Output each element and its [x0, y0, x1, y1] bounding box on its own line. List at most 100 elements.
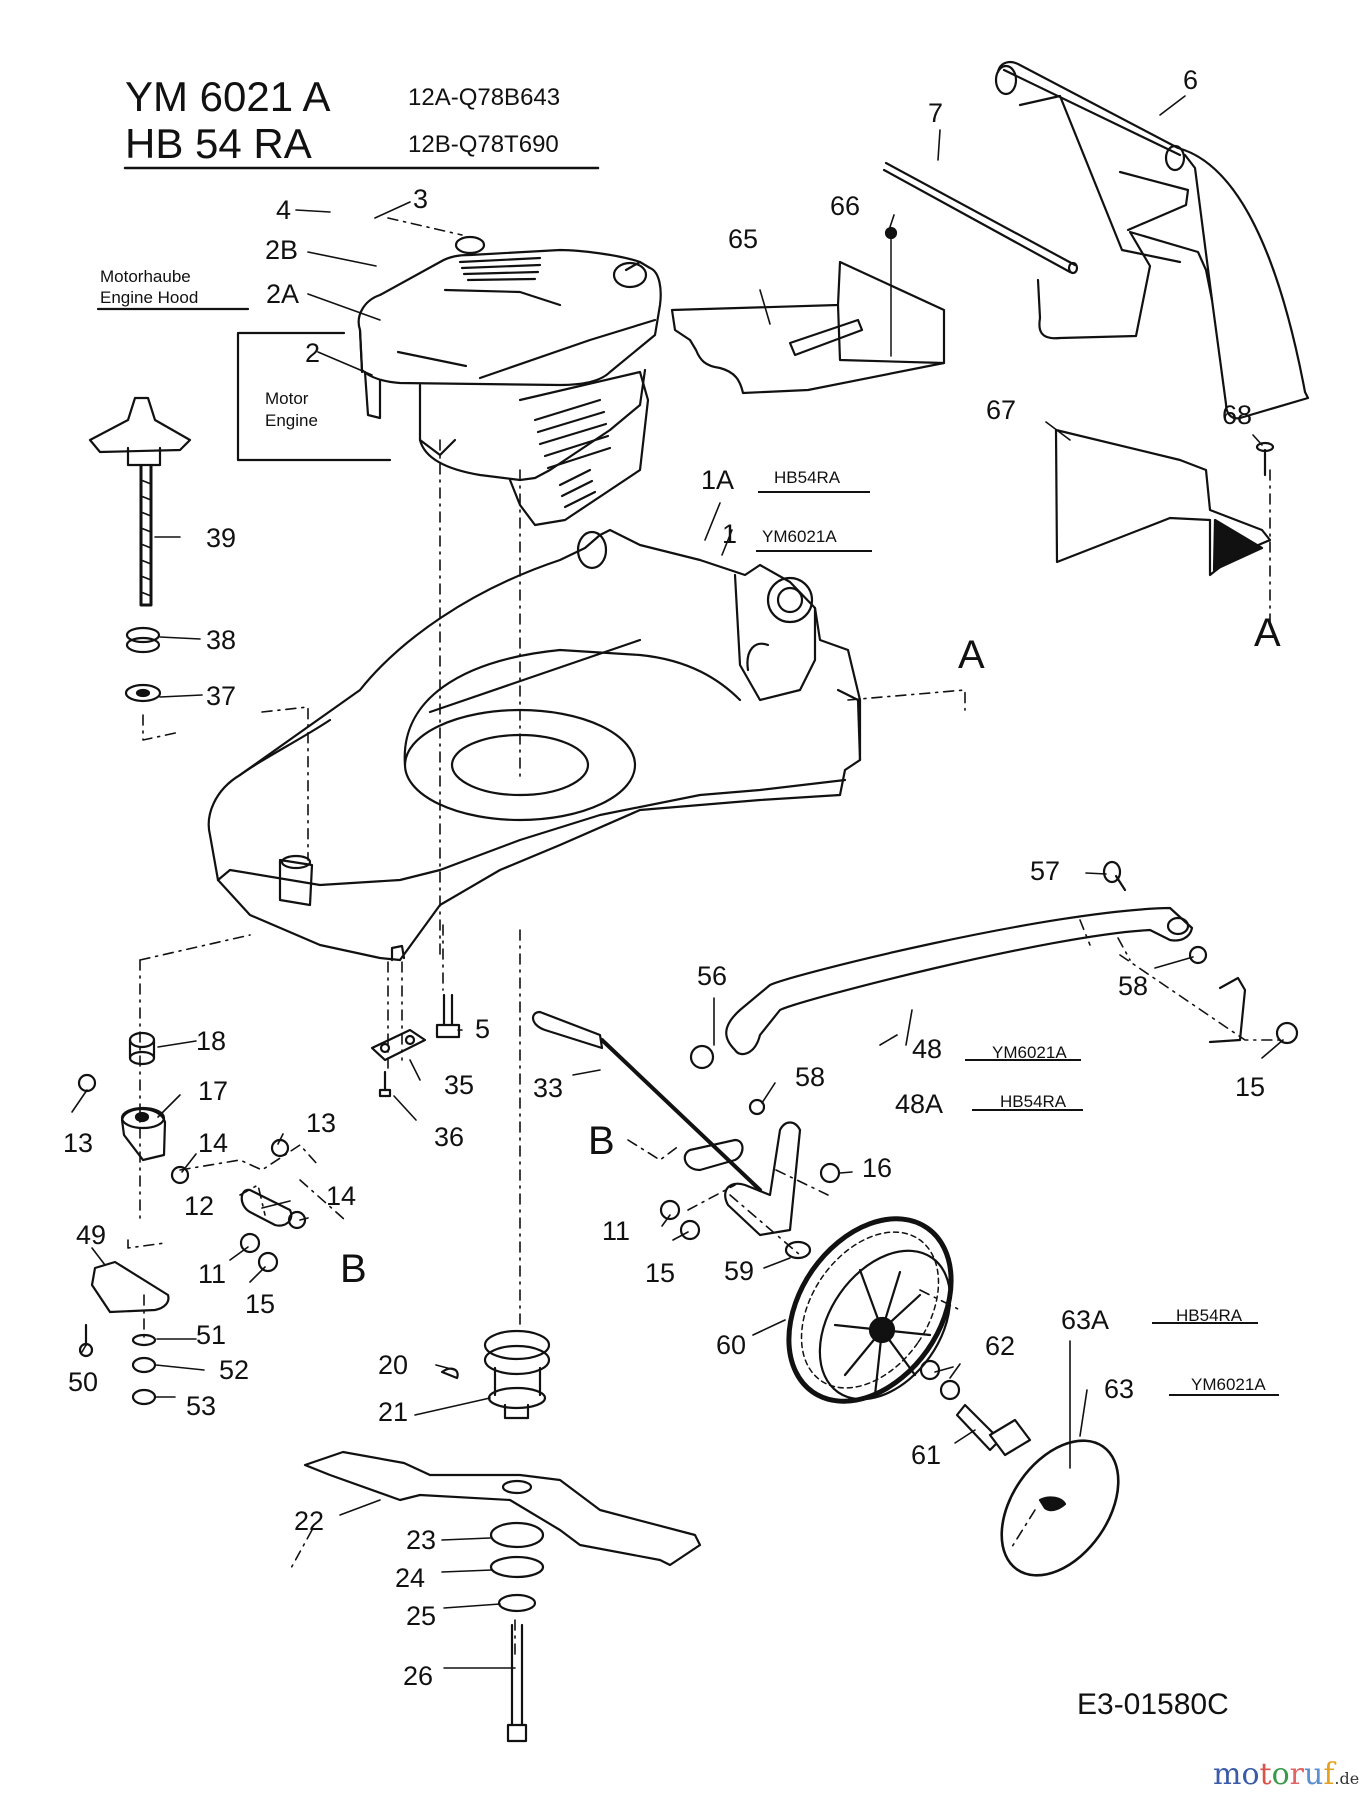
part-label-15-center: 15: [645, 1258, 676, 1288]
screw-36: [378, 1070, 392, 1098]
rod-7: [882, 161, 1079, 275]
part-label-18: 18: [196, 1026, 227, 1056]
connector-B-center: B: [588, 1119, 615, 1163]
washer-25: [497, 1593, 537, 1613]
part-label-4: 4: [276, 195, 292, 225]
part-label-35: 35: [444, 1070, 475, 1100]
part-label-61: 61: [911, 1440, 942, 1470]
variant-1: YM6021A: [762, 527, 837, 546]
part-label-60: 60: [716, 1330, 747, 1360]
nut-15-left: [257, 1251, 279, 1273]
part-label-33: 33: [533, 1073, 564, 1103]
rear-flap-6: [994, 61, 1310, 420]
washers-62: [919, 1359, 961, 1401]
brand-letter: m: [1213, 1757, 1242, 1792]
brand-letter: u: [1303, 1757, 1324, 1792]
part-label-6: 6: [1183, 65, 1199, 95]
link-plate-12: [240, 1188, 293, 1227]
brand-letter: o: [1241, 1757, 1260, 1792]
part-label-2: 2: [305, 338, 321, 368]
brand-name: motoruf: [1213, 1757, 1334, 1792]
part-label-16: 16: [862, 1153, 893, 1183]
variant-63: YM6021A: [1191, 1375, 1266, 1394]
part-label-23: 23: [406, 1525, 437, 1555]
part-label-15-right: 15: [1235, 1072, 1266, 1102]
part-label-12: 12: [184, 1191, 215, 1221]
wheel-60: [786, 1216, 954, 1404]
part-label-21: 21: [378, 1397, 409, 1427]
washer-24: [489, 1555, 545, 1579]
part-label-63A: 63A: [1061, 1305, 1110, 1335]
part-label-5: 5: [475, 1014, 491, 1044]
brand-letter: f: [1323, 1757, 1335, 1792]
nut-53: [131, 1388, 157, 1406]
mower-deck-1: [207, 528, 862, 962]
part-label-26: 26: [403, 1661, 434, 1691]
part-label-49: 49: [76, 1220, 107, 1250]
nut-15-center: [679, 1219, 701, 1241]
note-motor-en: Engine: [265, 411, 318, 430]
part-label-36: 36: [434, 1122, 465, 1152]
nut-52: [131, 1356, 157, 1374]
part-label-22: 22: [294, 1506, 325, 1536]
note-engine-hood-de: Motorhaube: [100, 267, 191, 286]
part-label-48: 48: [912, 1034, 943, 1064]
part-label-50: 50: [68, 1367, 99, 1397]
bolt-13-left: [77, 1073, 97, 1093]
part-label-13-right: 13: [306, 1108, 337, 1138]
lever-plate-B: [683, 1138, 744, 1172]
connector-A-detail: A: [1254, 611, 1281, 655]
bracket-15-right: [1208, 976, 1247, 1044]
part-label-39: 39: [206, 523, 237, 553]
part-label-58-left: 58: [795, 1062, 826, 1092]
connector-A-main: A: [958, 633, 985, 677]
height-adjuster-39: [88, 396, 192, 607]
hubcap-63: [1000, 1439, 1120, 1577]
model-code-1: 12A-Q78B643: [408, 84, 561, 111]
variant-1A: HB54RA: [774, 468, 841, 487]
nut-37: [124, 683, 162, 703]
part-label-62: 62: [985, 1331, 1016, 1361]
part-label-1A: 1A: [701, 465, 735, 495]
motor-callout-bracket: [236, 331, 392, 462]
bolt-57: [1102, 860, 1127, 892]
blade-22: [303, 1450, 702, 1567]
part-label-58-right: 58: [1118, 971, 1149, 1001]
bolt-5: [435, 993, 461, 1039]
plate-35: [370, 1028, 427, 1062]
deflector-plate-65: [670, 260, 946, 395]
part-label-20: 20: [378, 1350, 409, 1380]
wheel-bolt-61: [955, 1403, 1032, 1457]
nut-11-center: [659, 1199, 681, 1221]
brand-tld: .de: [1334, 1769, 1360, 1788]
part-label-66: 66: [830, 191, 861, 221]
part-label-56: 56: [697, 961, 728, 991]
blade-bolt-26: [506, 1623, 528, 1743]
nut-14-right: [287, 1210, 307, 1230]
part-label-65: 65: [728, 224, 759, 254]
part-label-11-left: 11: [198, 1259, 227, 1289]
height-lever: [724, 1121, 802, 1237]
part-label-37: 37: [206, 681, 237, 711]
bolt-56: [689, 1044, 715, 1070]
plate-49: [90, 1260, 170, 1314]
note-engine-hood-en: Engine Hood: [100, 288, 199, 307]
part-label-7: 7: [928, 98, 944, 128]
model-name-2: HB 54 RA: [125, 120, 312, 167]
bolt-13-right: [270, 1138, 290, 1158]
part-label-1: 1: [722, 519, 738, 549]
part-label-15-left: 15: [245, 1289, 276, 1319]
brand-letter: o: [1271, 1757, 1290, 1792]
nut-16: [819, 1162, 841, 1184]
part-label-38: 38: [206, 625, 237, 655]
nut-15-right: [1275, 1021, 1299, 1045]
part-label-57: 57: [1030, 856, 1061, 886]
nut-14-left: [170, 1165, 190, 1185]
brand-logo[interactable]: motoruf.de: [1213, 1760, 1359, 1790]
part-label-2A: 2A: [266, 279, 300, 309]
part-label-48A: 48A: [895, 1089, 944, 1119]
axle-33: [532, 1010, 762, 1192]
model-name-1: YM 6021 A: [125, 73, 331, 120]
part-label-14-right: 14: [326, 1181, 357, 1211]
